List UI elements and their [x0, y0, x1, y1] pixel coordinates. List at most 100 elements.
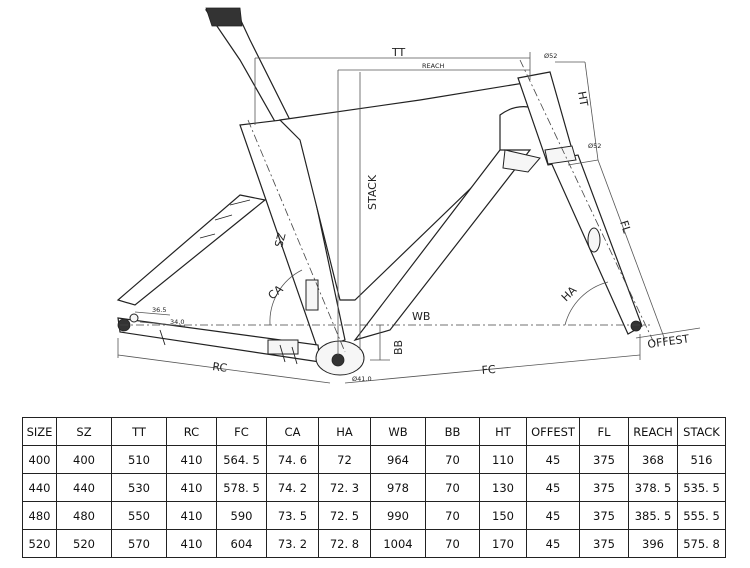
table-cell: 70 [425, 529, 480, 558]
table-cell: 72. 5 [318, 501, 371, 530]
table-cell: 130 [479, 473, 527, 502]
table-cell: 110 [479, 445, 527, 474]
table-cell: 72. 8 [318, 529, 371, 558]
header-cell: HT [479, 417, 527, 446]
table-cell: 45 [526, 445, 580, 474]
table-cell: 520 [22, 529, 57, 558]
table-cell: 555. 5 [677, 501, 726, 530]
header-cell: SZ [56, 417, 112, 446]
table-cell: 375 [579, 473, 629, 502]
table-cell: 516 [677, 445, 726, 474]
table-cell: 480 [56, 501, 112, 530]
down-tube [353, 149, 532, 342]
table-row: 400 400 510 410 564. 5 74. 6 72 964 70 1… [22, 445, 726, 474]
header-cell: FC [216, 417, 267, 446]
table-cell: 400 [56, 445, 112, 474]
label-ht: HT [575, 90, 590, 107]
header-cell: REACH [628, 417, 678, 446]
table-cell: 480 [22, 501, 57, 530]
label-offest: OFFEST [647, 332, 691, 351]
header-cell: RC [166, 417, 217, 446]
table-cell: 990 [370, 501, 426, 530]
label-tt: TT [391, 46, 406, 59]
label-reach: REACH [422, 62, 444, 70]
table-row: 440 440 530 410 578. 5 74. 2 72. 3 978 7… [22, 473, 726, 502]
table-cell: 375 [579, 445, 629, 474]
table-cell: 535. 5 [677, 473, 726, 502]
table-header-row: SIZE SZ TT RC FC CA HA WB BB HT OFFEST F… [22, 417, 726, 446]
header-cell: WB [370, 417, 426, 446]
dimension-labels: TT REACH STACK HT FL HA CA SZ WB BB RC F… [152, 46, 690, 383]
table-cell: 575. 8 [677, 529, 726, 558]
table-cell: 1004 [370, 529, 426, 558]
table-cell: 74. 2 [266, 473, 319, 502]
header-cell: OFFEST [526, 417, 580, 446]
table-cell: 70 [425, 501, 480, 530]
label-ha: HA [559, 283, 580, 304]
label-fc: FC [481, 363, 496, 377]
table-cell: 410 [166, 445, 217, 474]
table-cell: 530 [111, 473, 167, 502]
table-cell: 385. 5 [628, 501, 678, 530]
label-sz: SZ [272, 231, 288, 249]
table-cell: 440 [22, 473, 57, 502]
table-cell: 578. 5 [216, 473, 267, 502]
label-diameter-52-top: Ø52 [544, 52, 557, 60]
table-cell: 375 [579, 529, 629, 558]
table-cell: 45 [526, 529, 580, 558]
table-cell: 72. 3 [318, 473, 371, 502]
label-diameter-41: Ø41.0 [352, 375, 372, 383]
table-cell: 570 [111, 529, 167, 558]
table-cell: 440 [56, 473, 112, 502]
table-row: 480 480 550 410 590 73. 5 72. 5 990 70 1… [22, 501, 726, 530]
geometry-table: SIZE SZ TT RC FC CA HA WB BB HT OFFEST F… [22, 417, 726, 558]
table-cell: 375 [579, 501, 629, 530]
header-cell: BB [425, 417, 480, 446]
table-cell: 378. 5 [628, 473, 678, 502]
table-cell: 74. 6 [266, 445, 319, 474]
header-cell: SIZE [22, 417, 57, 446]
header-cell: CA [266, 417, 319, 446]
label-bb: BB [392, 340, 405, 355]
table-cell: 70 [425, 445, 480, 474]
table-cell: 72 [318, 445, 371, 474]
table-cell: 520 [56, 529, 112, 558]
table-cell: 170 [479, 529, 527, 558]
seat-stay [116, 194, 267, 306]
table-cell: 410 [166, 529, 217, 558]
bike-frame-geometry-drawing: TT REACH STACK HT FL HA CA SZ WB BB RC F… [116, 7, 701, 384]
table-cell: 564. 5 [216, 445, 267, 474]
table-cell: 368 [628, 445, 678, 474]
table-cell: 70 [425, 473, 480, 502]
seat-tube [239, 117, 346, 351]
table-row: 520 520 570 410 604 73. 2 72. 8 1004 70 … [22, 529, 726, 558]
table-cell: 604 [216, 529, 267, 558]
table-cell: 964 [370, 445, 426, 474]
table-cell: 73. 5 [266, 501, 319, 530]
table-cell: 510 [111, 445, 167, 474]
saddle-clamp [205, 7, 243, 27]
frame-outline [116, 7, 643, 376]
table-cell: 73. 2 [266, 529, 319, 558]
table-cell: 978 [370, 473, 426, 502]
header-cell: HA [318, 417, 371, 446]
header-cell: STACK [677, 417, 726, 446]
label-stack: STACK [366, 174, 379, 210]
label-wb: WB [412, 310, 430, 323]
label-fl: FL [617, 219, 633, 236]
bottom-bracket-axle [331, 353, 345, 367]
table-cell: 410 [166, 473, 217, 502]
dimension-lines [117, 52, 701, 384]
table-cell: 45 [526, 473, 580, 502]
label-dim-34-0: 34.0 [170, 318, 184, 326]
table-cell: 410 [166, 501, 217, 530]
table-cell: 590 [216, 501, 267, 530]
header-cell: FL [579, 417, 629, 446]
table-cell: 396 [628, 529, 678, 558]
table-cell: 45 [526, 501, 580, 530]
label-diameter-52-bottom: Ø52 [588, 142, 601, 150]
label-dim-36-5: 36.5 [152, 306, 166, 314]
front-dropout [630, 320, 642, 332]
label-rc: RC [212, 360, 229, 375]
table-cell: 400 [22, 445, 57, 474]
